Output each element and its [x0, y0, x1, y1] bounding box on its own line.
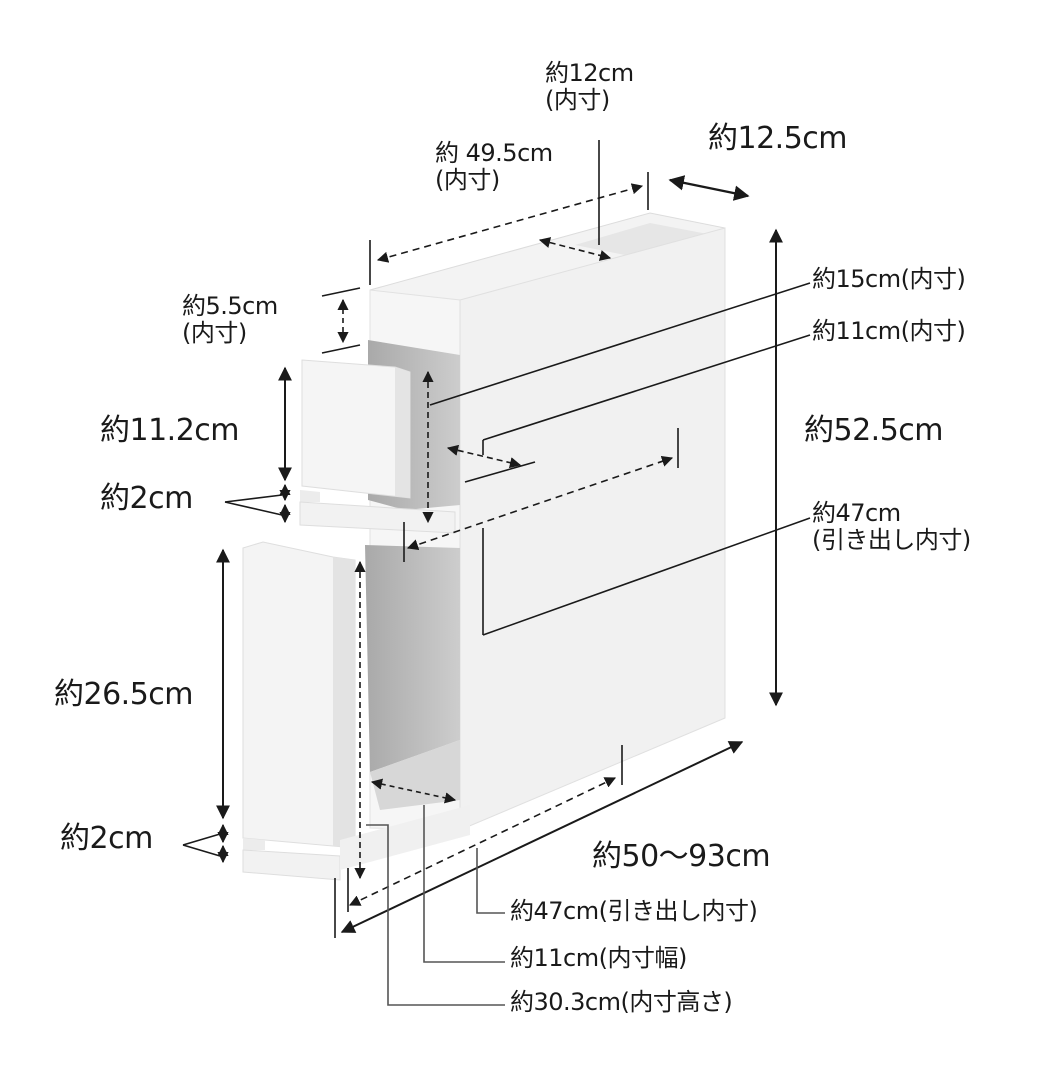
label-top-tray-inner-height: 約5.5cm (内寸) [182, 293, 278, 347]
label-value: 約2cm [60, 821, 153, 856]
label-note: (内寸) [435, 165, 500, 194]
label-value: 約47cm [812, 500, 901, 527]
label-upper-front-height: 約11.2cm [100, 413, 240, 448]
label-upper-base-height: 約2cm [100, 482, 193, 516]
label-value: 約11cm(内寸) [812, 317, 966, 345]
label-value: 約5.5cm [182, 292, 278, 320]
label-lower-base-height: 約2cm [60, 822, 153, 856]
label-lower-drawer-inner-depth: 約47cm(引き出し内寸) [510, 897, 758, 925]
label-value: 約 49.5cm [435, 139, 553, 167]
label-value: 約11cm(内寸幅) [510, 944, 687, 972]
label-overall-width: 約12.5cm [708, 121, 848, 156]
label-note: (引き出し内寸) [812, 525, 971, 554]
label-upper-drawer-inner-height: 約15cm(内寸) [812, 265, 966, 293]
label-depth-range: 約50〜93cm [592, 839, 771, 874]
label-top-inner-depth: 約 49.5cm (内寸) [435, 140, 553, 194]
label-lower-drawer-inner-width: 約11cm(内寸幅) [510, 945, 687, 972]
label-value: 約12cm [545, 59, 634, 87]
label-overall-height: 約52.5cm [804, 413, 944, 448]
label-value: 約15cm(内寸) [812, 265, 966, 293]
label-value: 約30.3cm(内寸高さ) [510, 988, 733, 1016]
label-value: 約11.2cm [100, 413, 240, 448]
label-value: 約52.5cm [804, 413, 944, 448]
label-note: (内寸) [545, 85, 610, 114]
label-top-inner-width: 約12cm (内寸) [545, 60, 634, 114]
label-value: 約26.5cm [54, 677, 194, 712]
label-upper-drawer-inner-depth: 約47cm (引き出し内寸) [812, 500, 1010, 554]
dimension-lines [182, 140, 811, 1006]
label-value: 約47cm(引き出し内寸) [510, 897, 758, 925]
label-value: 約50〜93cm [592, 839, 771, 874]
label-lower-drawer-inner-height: 約30.3cm(内寸高さ) [510, 988, 733, 1016]
label-lower-front-height: 約26.5cm [54, 677, 194, 712]
label-value: 約2cm [100, 481, 193, 516]
label-upper-drawer-inner-width: 約11cm(内寸) [812, 317, 966, 345]
label-value: 約12.5cm [708, 121, 848, 156]
label-note: (内寸) [182, 318, 247, 347]
